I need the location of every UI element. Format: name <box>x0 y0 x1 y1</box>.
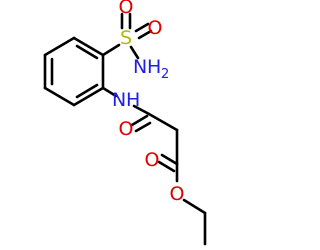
amide-carbonyl-bond-a <box>130 114 149 127</box>
atom-labels: S O O N H 2 N H O O O <box>112 0 184 205</box>
ring-to-nh-bond <box>101 86 118 98</box>
amide-carbonyl-bond-b <box>134 121 152 133</box>
structure-diagram: S O O N H 2 N H O O O <box>43 0 207 246</box>
ring-bond-6 <box>43 36 76 57</box>
ester-carbonyl-oxygen-label: O <box>145 149 160 171</box>
amide-n-label: N <box>112 89 126 111</box>
amine-subscript-label: 2 <box>161 67 169 82</box>
ring-bond-4 <box>43 86 76 107</box>
oxygen-to-ethyl-bond <box>182 198 207 215</box>
sulfur-oxygen-right-bond-b <box>137 29 153 40</box>
amine-n-label: N <box>133 56 147 78</box>
nh-to-carbonyl-bond <box>132 104 151 116</box>
amine-h-label: H <box>147 56 161 78</box>
ester-carbonyl-bond-b <box>157 160 176 173</box>
ester-carbonyl-bond-a <box>160 153 179 166</box>
ring-bond-1 <box>72 36 105 57</box>
ring-bond-3 <box>72 86 105 107</box>
ring-to-sulfur-bond <box>101 43 121 57</box>
sulfur-oxygen-right-bond-a <box>134 22 150 33</box>
bonds <box>43 12 207 246</box>
amide-oxygen-label: O <box>119 118 134 140</box>
sulfur-label: S <box>120 27 132 49</box>
sulfur-amine-bond <box>129 45 140 60</box>
sulfonyl-oxygen-top-label: O <box>119 0 134 18</box>
ring-inner-bond-2 <box>75 83 99 99</box>
sulfonyl-oxygen-right-label: O <box>148 17 163 39</box>
ester-oxygen-label: O <box>170 183 185 205</box>
carbonyl-to-methylene-bond <box>147 112 179 132</box>
amide-h-label: H <box>126 89 140 111</box>
ring-inner-bond-1 <box>75 44 99 60</box>
